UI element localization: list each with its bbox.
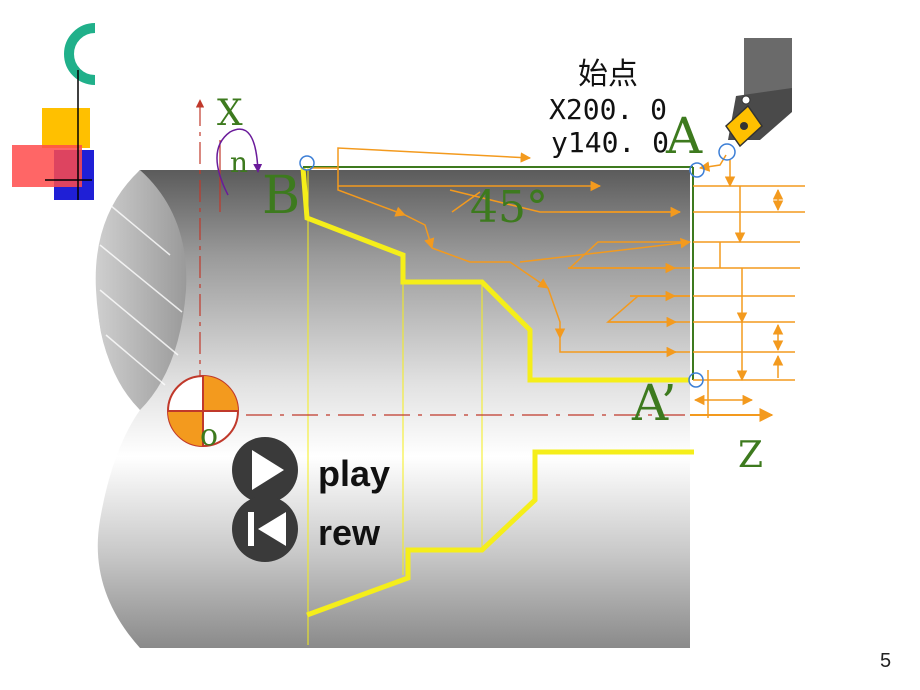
page-number: 5 — [880, 650, 891, 672]
tool-path — [310, 147, 727, 358]
origin-symbol — [167, 375, 239, 447]
slide-decoration — [12, 23, 96, 200]
axis-z-label: Z — [738, 435, 763, 476]
part-profile — [300, 167, 694, 618]
feed-arrows — [693, 160, 805, 418]
angle-label: 45° — [470, 182, 548, 233]
rew-label: rew — [318, 512, 381, 553]
boundary-lines — [303, 166, 694, 380]
cutting-tool — [725, 38, 792, 148]
point-a-label: A — [665, 107, 703, 165]
rew-button[interactable]: rew — [232, 496, 381, 562]
start-point-y-coord: y140. 0 — [551, 126, 669, 159]
coordinate-axes — [195, 99, 774, 430]
start-point-x-coord: X200. 0 — [549, 93, 667, 126]
start-point-title: 始点 — [578, 57, 638, 92]
spindle-rotation-arrow — [216, 128, 263, 196]
point-a-prime-label: A’ — [631, 374, 677, 432]
play-button[interactable]: play — [232, 437, 390, 503]
key-point-markers — [299, 143, 736, 388]
spindle-n-label: n — [230, 146, 248, 179]
play-label: play — [318, 453, 390, 494]
origin-label: o — [200, 418, 218, 453]
axis-x-label: X — [217, 93, 243, 134]
angle-marker — [451, 191, 481, 213]
point-b-label: B — [262, 166, 300, 226]
